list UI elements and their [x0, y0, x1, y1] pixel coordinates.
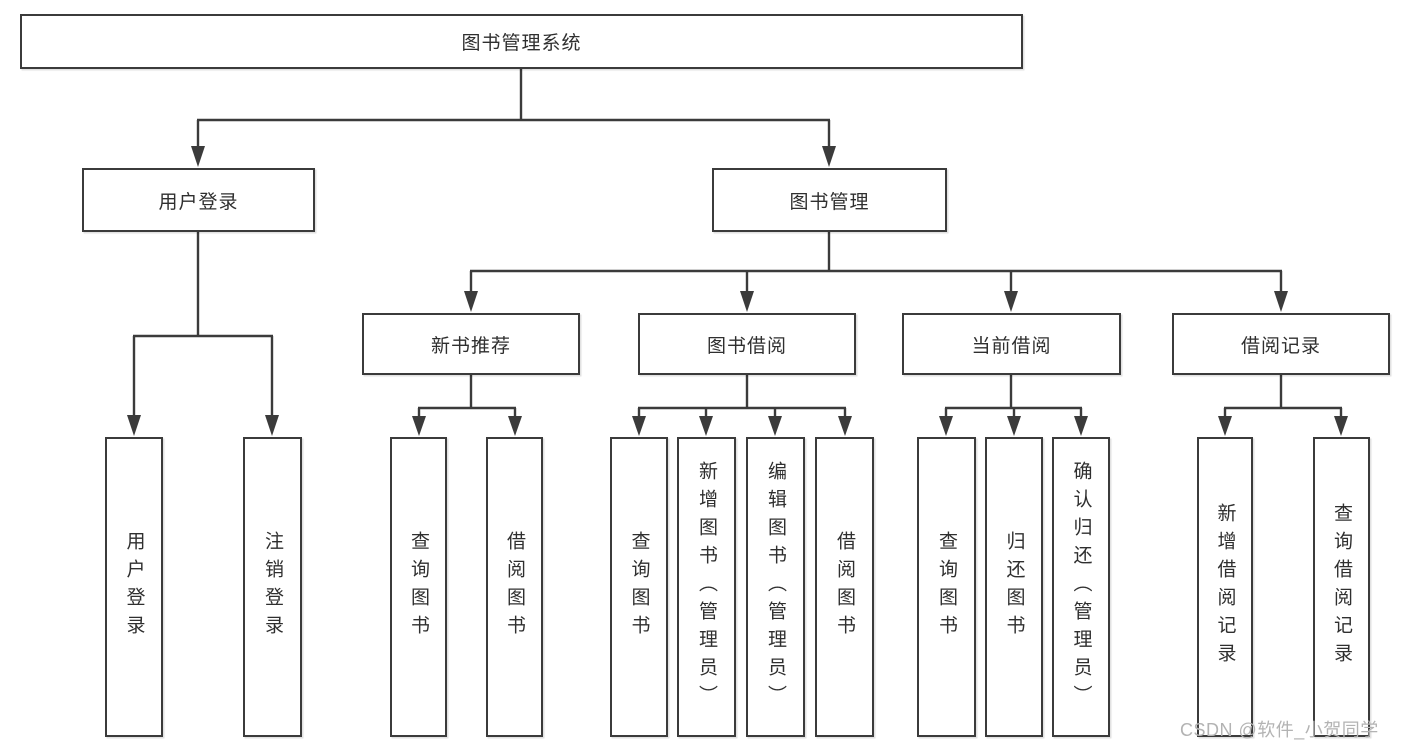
node-label: 借阅图书: [504, 531, 525, 643]
node-label: 用户登录: [158, 191, 239, 213]
node-label: 查询图书: [408, 531, 429, 643]
node-label: 图书管理: [789, 191, 870, 213]
node-label: 编辑图书（管理员）: [765, 461, 786, 713]
connector-userlogin-to-leaves: [127, 232, 279, 436]
node-label: 新书推荐: [430, 335, 511, 357]
node-label: 借阅记录: [1240, 335, 1321, 357]
leaf-confirm-return-admin: 确认归还（管理员）: [1052, 437, 1110, 737]
leaf-user-login: 用户登录: [105, 437, 163, 737]
leaf-borrow-books-recommend: 借阅图书: [486, 437, 543, 737]
connector-borrow-to-leaves: [632, 375, 852, 436]
connector-current-to-leaves: [939, 375, 1088, 436]
node-label: 借阅图书: [834, 531, 855, 643]
node-current-borrowing: 当前借阅: [902, 313, 1121, 375]
leaf-search-books-current: 查询图书: [917, 437, 976, 737]
node-label: 当前借阅: [971, 335, 1052, 357]
leaf-add-borrow-record: 新增借阅记录: [1197, 437, 1253, 737]
node-label: 查询图书: [628, 531, 650, 643]
leaf-borrow-books: 借阅图书: [815, 437, 874, 737]
leaf-edit-books-admin: 编辑图书（管理员）: [746, 437, 805, 737]
node-label: 确认归还（管理员）: [1070, 461, 1092, 713]
leaf-logout: 注销登录: [243, 437, 302, 737]
node-new-book-recommendation: 新书推荐: [362, 313, 580, 375]
node-root-library-system: 图书管理系统: [20, 14, 1023, 69]
leaf-search-books-borrow: 查询图书: [610, 437, 668, 737]
node-label: 注销登录: [262, 531, 283, 643]
node-label: 查询借阅记录: [1331, 503, 1352, 671]
node-label: 图书借阅: [706, 335, 787, 357]
connector-bookmgmt-to-level3: [464, 232, 1288, 312]
connector-newbook-to-leaves: [412, 375, 522, 436]
leaf-add-books-admin: 新增图书（管理员）: [677, 437, 736, 737]
connector-records-to-leaves: [1218, 375, 1348, 436]
csdn-watermark: CSDN @软件_小贺同学: [1180, 720, 1379, 740]
node-label: 新增图书（管理员）: [696, 461, 717, 713]
leaf-search-books-recommend: 查询图书: [390, 437, 447, 737]
leaf-search-borrow-record: 查询借阅记录: [1313, 437, 1370, 737]
leaf-return-books: 归还图书: [985, 437, 1043, 737]
node-user-login: 用户登录: [82, 168, 315, 232]
node-borrowing-records: 借阅记录: [1172, 313, 1390, 375]
node-book-borrowing: 图书借阅: [638, 313, 856, 375]
node-label: 图书管理系统: [461, 33, 582, 54]
node-label: 新增借阅记录: [1214, 503, 1236, 671]
node-book-management: 图书管理: [712, 168, 947, 232]
node-label: 查询图书: [936, 531, 957, 643]
node-label: 归还图书: [1003, 531, 1025, 643]
node-label: 用户登录: [123, 531, 145, 643]
connector-root-to-level2: [191, 69, 836, 167]
